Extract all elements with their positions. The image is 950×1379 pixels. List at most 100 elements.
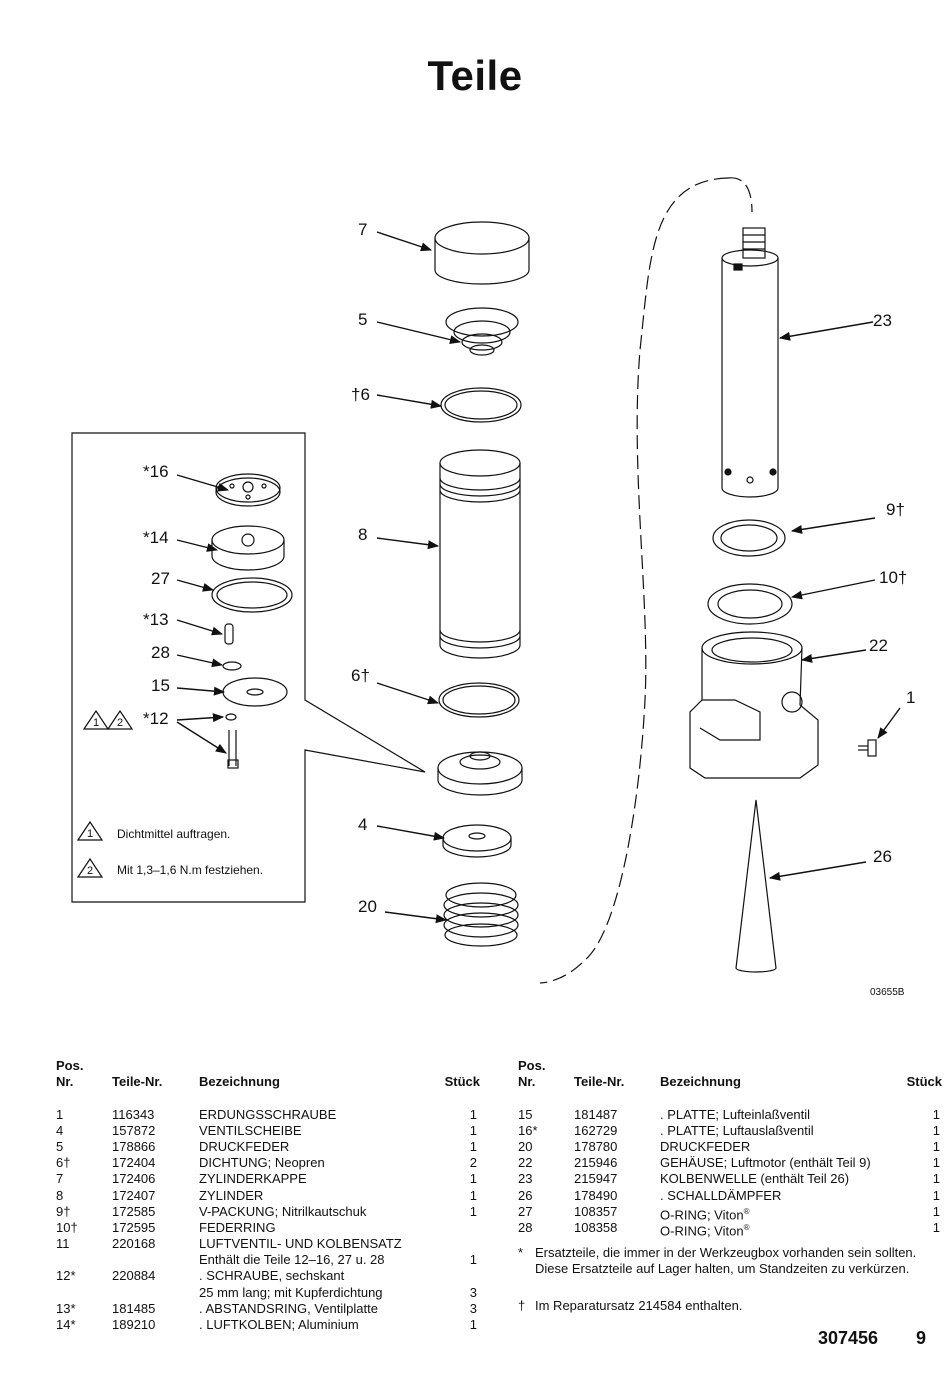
part-pos: 7 xyxy=(56,1171,64,1187)
part-pos: 13* xyxy=(56,1300,76,1316)
note-1-symbol-icon xyxy=(76,820,104,841)
part-number: 215946 xyxy=(574,1155,618,1171)
part-quantity: 1 xyxy=(932,1155,940,1171)
part-description: . SCHRAUBE, sechskant xyxy=(199,1268,345,1284)
note-1-triangle-icon xyxy=(82,709,110,730)
part-description: . LUFTKOLBEN; Aluminium xyxy=(199,1317,359,1332)
callout-6-bottom: 6† xyxy=(351,666,370,685)
table-row: 25 mm lang; mit Kupferdichtung 3 xyxy=(56,1285,480,1301)
part-quantity: 1 xyxy=(932,1203,940,1219)
part-quantity: 1 xyxy=(469,1187,477,1203)
part-number: 172406 xyxy=(112,1171,156,1187)
part-quantity: 3 xyxy=(469,1284,477,1300)
part-number: 178866 xyxy=(112,1138,156,1154)
part-pos: 20 xyxy=(518,1138,533,1154)
part-quantity: 1 xyxy=(932,1171,940,1187)
part-description: . PLATTE; Lufteinlaßventil xyxy=(660,1106,811,1122)
footnote-dagger-symbol: † xyxy=(518,1298,526,1313)
part-number: 108357 xyxy=(574,1203,618,1219)
callout-14: *14 xyxy=(143,528,169,547)
part-pos: 4 xyxy=(56,1122,64,1138)
callout-28: 28 xyxy=(151,643,170,662)
part-number: 116343 xyxy=(112,1106,155,1122)
seal-ring-bottom xyxy=(438,682,520,718)
note-1-text: Dichtmittel auftragen. xyxy=(117,827,230,841)
triangle-label-2: 2 xyxy=(117,717,123,729)
part-description: 25 mm lang; mit Kupferdichtung xyxy=(199,1284,383,1300)
note-1-number: 1 xyxy=(87,828,93,840)
callout-5: 5 xyxy=(358,310,367,329)
part-quantity: 1 xyxy=(932,1106,940,1122)
note-2-number: 2 xyxy=(87,865,93,877)
callout-10: 10† xyxy=(879,568,907,587)
callout-13: *13 xyxy=(143,610,169,629)
callout-8: 8 xyxy=(358,525,367,544)
cylinder-part xyxy=(439,449,521,659)
header-pos-line2: Nr. xyxy=(518,1074,536,1090)
header-pos-line2: Nr. xyxy=(56,1074,74,1090)
part-number: 108358 xyxy=(574,1219,618,1235)
callout-12: *12 xyxy=(143,709,169,728)
header-pos-line1: Pos. xyxy=(518,1058,546,1073)
part-quantity: 1 xyxy=(469,1203,477,1219)
o-ring-27-part xyxy=(211,577,293,613)
part-pos: 6† xyxy=(56,1155,71,1171)
part-description: GEHÄUSE; Luftmotor (enthält Teil 9) xyxy=(660,1155,871,1171)
outlet-valve-plate-part xyxy=(215,473,281,507)
callout-15: 15 xyxy=(151,676,170,695)
part-pos: 11 xyxy=(56,1236,70,1252)
part-description: VENTILSCHEIBE xyxy=(199,1122,302,1138)
part-number: 172585 xyxy=(112,1203,156,1219)
callout-4: 4 xyxy=(358,815,367,834)
part-pos: 28 xyxy=(518,1219,533,1235)
header-part-no: Teile-Nr. xyxy=(574,1074,625,1090)
part-quantity: 2 xyxy=(469,1155,477,1171)
table-header-row: Pos. xyxy=(518,1058,942,1074)
figure-id: 03655B xyxy=(870,987,905,998)
callout-9: 9† xyxy=(886,500,905,519)
o-ring-28-part xyxy=(222,661,242,671)
page-number: 9 xyxy=(916,1328,927,1348)
header-description: Bezeichnung xyxy=(660,1074,741,1090)
part-pos: 23 xyxy=(518,1171,533,1187)
part-quantity: 1 xyxy=(469,1317,477,1332)
note-2-triangle-icon xyxy=(106,709,134,730)
seal-ring-top xyxy=(440,387,522,423)
part-description: KOLBENWELLE (enthält Teil 26) xyxy=(660,1171,850,1187)
part-quantity: 1 xyxy=(932,1187,940,1203)
table-header-row: Pos. xyxy=(56,1058,480,1074)
piston-shaft-part xyxy=(721,227,779,498)
part-description: . PLATTE; Luftauslaßventil xyxy=(660,1122,814,1138)
piston-plate-part xyxy=(437,751,523,796)
part-quantity: 1 xyxy=(469,1106,477,1122)
header-pos-line1: Pos. xyxy=(56,1058,84,1073)
table-header-row: Nr. Teile-Nr. Bezeichnung Stück xyxy=(518,1074,942,1090)
callout-27: 27 xyxy=(151,569,170,588)
header-qty: Stück xyxy=(444,1074,480,1090)
part-number: 178780 xyxy=(574,1138,618,1154)
part-pos: 14* xyxy=(56,1317,76,1332)
part-pos: 8 xyxy=(56,1187,64,1203)
part-description: ZYLINDERKAPPE xyxy=(199,1171,307,1187)
cylinder-cap-part xyxy=(434,221,530,285)
registered-mark: ® xyxy=(743,1222,750,1232)
registered-mark: ® xyxy=(743,1206,750,1216)
muffler-cone-part xyxy=(735,799,777,973)
part-quantity: 1 xyxy=(932,1219,940,1235)
grounding-screw-part xyxy=(858,739,877,757)
callout-6-top: †6 xyxy=(351,385,370,404)
part-pos: 12* xyxy=(56,1268,76,1284)
part-description: ERDUNGSSCHRAUBE xyxy=(199,1106,337,1122)
hex-screw-part xyxy=(225,713,239,769)
v-packing-part xyxy=(712,519,786,557)
